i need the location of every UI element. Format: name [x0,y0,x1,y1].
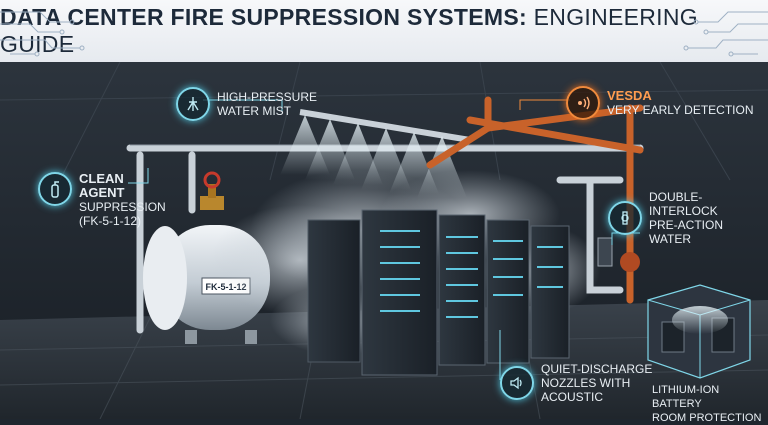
water-mist-line2: WATER MIST [217,104,291,118]
preaction-line1: DOUBLE-INTERLOCK [649,190,718,218]
callout-vesda: VESDA VERY EARLY DETECTION [566,86,754,120]
mist-rail [280,109,471,198]
page-title: DATA CENTER FIRE SUPPRESSION SYSTEMS: EN… [0,4,768,58]
quiet-nozzle-line2: NOZZLES WITH [541,376,631,390]
vesda-line2: VERY EARLY DETECTION [607,103,754,117]
callout-water-mist: HIGH-PRESSURE WATER MIST [176,87,317,121]
clean-agent-line4: (FK-5-1-12) [79,214,142,228]
battery-room-inset [647,284,751,379]
circuit-decoration-left [0,11,85,57]
server-racks [307,209,570,376]
vesda-line1: VESDA [607,88,652,103]
ceiling-grid [0,62,768,181]
vesda-text: VESDA VERY EARLY DETECTION [607,88,754,118]
rack [361,209,438,376]
water-mist-text: HIGH-PRESSURE WATER MIST [217,90,317,118]
clean-agent-text: CLEAN AGENT SUPPRESSION (FK-5-1-12) [79,171,166,229]
data-center-scene: FK-5-1-12 [0,62,768,419]
detection-wave-icon [566,86,600,120]
water-mist-line1: HIGH-PRESSURE [217,90,318,104]
rack-leds [380,230,563,318]
callout-clean-agent: CLEAN AGENT SUPPRESSION (FK-5-1-12) [38,172,166,228]
callout-preaction: DOUBLE-INTERLOCK PRE-ACTION WATER [608,190,768,246]
battery-line2: ROOM PROTECTION [652,412,762,424]
valve-icon [608,201,642,235]
rack [307,219,361,363]
title-light: ENGINEERING GUIDE [0,4,698,57]
rack [438,214,486,366]
clean-agent-line3: SUPPRESSION [79,200,166,214]
sprinkler-icon [176,87,210,121]
preaction-line2: PRE-ACTION WATER [649,218,724,246]
title-bar: DATA CENTER FIRE SUPPRESSION SYSTEMS: EN… [0,0,768,64]
battery-line1: LITHIUM-ION BATTERY [652,384,720,410]
clean-agent-line1: CLEAN [79,171,124,186]
circuit-decoration-right [683,11,768,57]
fire-extinguisher-icon [38,172,72,206]
title-bold: DATA CENTER FIRE SUPPRESSION SYSTEMS: [0,4,527,30]
quiet-nozzle-text: QUIET-DISCHARGE NOZZLES WITH ACOUSTIC [541,362,652,404]
quiet-nozzle-line1: QUIET-DISCHARGE [541,362,653,376]
callout-quiet-nozzle: QUIET-DISCHARGE NOZZLES WITH ACOUSTIC [500,362,652,404]
rack [486,219,530,364]
clean-agent-line2: AGENT [79,185,125,200]
speaker-icon [500,366,534,400]
preaction-valve [597,237,640,272]
preaction-text: DOUBLE-INTERLOCK PRE-ACTION WATER [649,190,768,246]
rack [530,225,570,359]
quiet-nozzle-line3: ACOUSTIC [541,390,604,404]
tank-valve [200,171,224,210]
